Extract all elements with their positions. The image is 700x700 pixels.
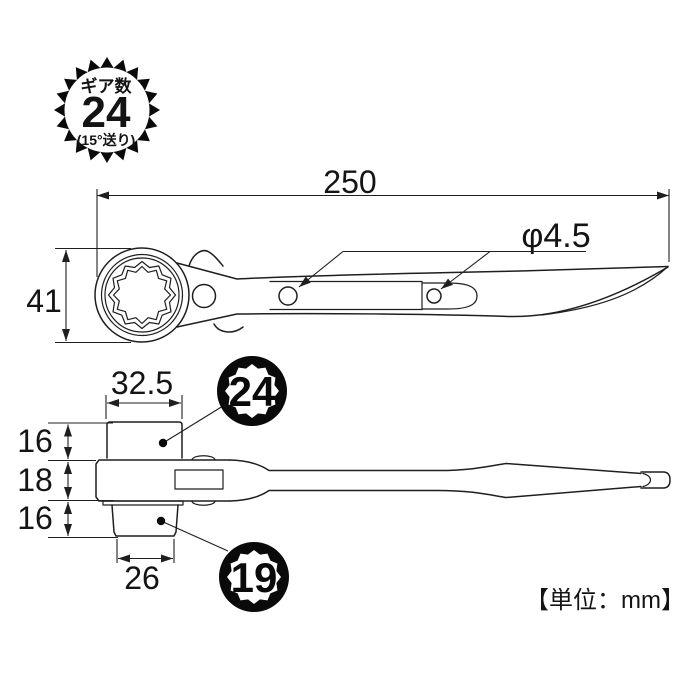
head-ring-inner xyxy=(104,257,180,333)
gear-count-badge: ギア数 24 (15°送り) xyxy=(54,57,160,163)
badge-24-socket-icon xyxy=(225,364,279,418)
badge-19-socket-icon xyxy=(227,550,281,604)
hole-diameter-value: φ4.5 xyxy=(521,217,590,255)
badge-24-value: 24 xyxy=(229,368,276,415)
blade-tip-cap xyxy=(640,471,671,489)
dim-bottom-socket-width: 26 xyxy=(116,539,175,596)
dim-head-height: 41 xyxy=(26,247,131,344)
gear-count-label: ギア数 xyxy=(81,76,133,96)
body-window xyxy=(174,469,224,490)
dim-height-top-value: 16 xyxy=(17,423,53,459)
socket-profile-outer xyxy=(107,260,177,330)
handle-top-edge xyxy=(176,262,669,280)
badge-19-value: 19 xyxy=(231,554,278,601)
side-handle-bottom xyxy=(229,485,642,502)
dim-overall-length: 250 xyxy=(96,164,670,277)
dim-top-socket-width-value: 32.5 xyxy=(111,365,173,401)
side-handle-top xyxy=(229,459,642,475)
socket-size-badge-24: 24 xyxy=(158,356,287,448)
blade-tip-curve xyxy=(642,472,652,488)
handle-bottom-edge xyxy=(176,266,669,328)
bottom-flange xyxy=(102,500,184,506)
dim-bottom-socket-width-value: 26 xyxy=(124,560,160,596)
handle-hole-2 xyxy=(426,288,442,304)
head-outer-ring xyxy=(94,247,190,343)
dim-head-height-value: 41 xyxy=(26,283,62,319)
top-view-wrench xyxy=(94,247,669,343)
body-top-tab xyxy=(191,455,216,461)
body-outline xyxy=(95,459,231,502)
starburst-inner-circle xyxy=(64,67,150,153)
top-socket xyxy=(106,421,183,459)
reverse-lever xyxy=(188,249,224,267)
leader-dot-24 xyxy=(158,438,168,448)
pivot-pin xyxy=(191,283,217,309)
hole-pocket xyxy=(421,282,478,310)
neck-lower-bump xyxy=(213,323,244,333)
dim-height-stack: 16 18 16 xyxy=(17,422,118,539)
unit-note: 【単位：mm】 xyxy=(525,587,685,614)
body-bottom-tab xyxy=(191,500,216,506)
dim-overall-length-value: 250 xyxy=(323,164,376,200)
gear-count-value: 24 xyxy=(82,88,131,137)
socket-size-badge-19: 19 xyxy=(156,516,289,612)
handle-hole-1 xyxy=(278,286,298,306)
socket-profile-inner xyxy=(112,265,172,325)
gear-feed-angle-label: (15°送り) xyxy=(77,132,136,148)
head-ring-face xyxy=(100,253,184,337)
dim-height-bottom-value: 16 xyxy=(17,500,53,536)
dim-height-mid-value: 18 xyxy=(17,462,53,498)
dim-top-socket-width: 32.5 xyxy=(105,365,183,419)
side-view-wrench xyxy=(95,421,671,537)
bottom-socket xyxy=(111,504,179,537)
pry-blade-edge xyxy=(541,265,669,316)
hole-diameter-callout: φ4.5 xyxy=(298,217,591,290)
leader-dot-19 xyxy=(156,516,166,526)
